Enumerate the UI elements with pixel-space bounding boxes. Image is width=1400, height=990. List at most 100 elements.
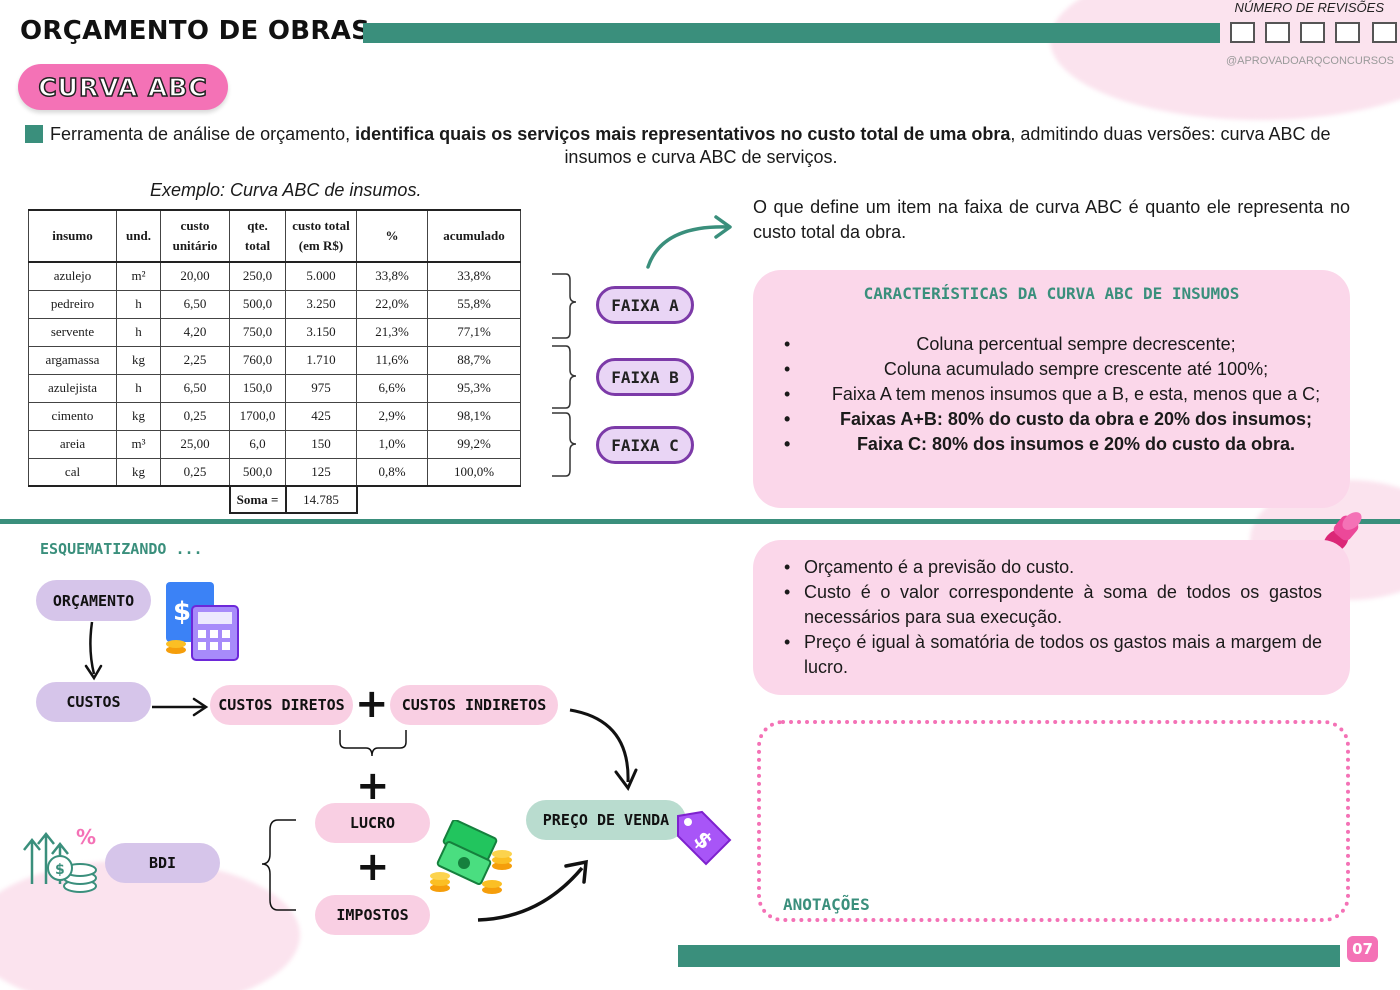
orcamento-node: ORÇAMENTO bbox=[36, 580, 151, 621]
bullet-square-icon bbox=[25, 125, 43, 143]
section-divider bbox=[0, 519, 1400, 524]
list-item: Faixa A tem menos insumos que a B, e est… bbox=[780, 384, 1352, 405]
preco-venda-node: PREÇO DE VENDA bbox=[526, 800, 686, 840]
revision-checkbox[interactable] bbox=[1300, 22, 1325, 43]
revisions-label: NÚMERO DE REVISÕES bbox=[1234, 0, 1384, 15]
table-cell: pedreiro bbox=[28, 289, 117, 319]
footer-bar bbox=[678, 945, 1340, 967]
table-cell: areia bbox=[28, 429, 117, 459]
curved-arrow-icon bbox=[646, 215, 732, 269]
table-cell: 0,8% bbox=[356, 457, 428, 487]
table-cell: kg bbox=[116, 457, 161, 487]
table-cell: 1700,0 bbox=[229, 401, 286, 431]
list-item: Faixas A+B: 80% do custo da obra e 20% d… bbox=[780, 409, 1352, 430]
table-cell: 20,00 bbox=[160, 261, 230, 291]
table-cell: cimento bbox=[28, 401, 117, 431]
faixa-a-badge: FAIXA A bbox=[596, 286, 694, 324]
plus-icon: + bbox=[355, 681, 389, 727]
annotations-box[interactable] bbox=[757, 720, 1350, 922]
table-cell: 6,6% bbox=[356, 373, 428, 403]
table-cell: 975 bbox=[285, 373, 357, 403]
table-cell: 150 bbox=[285, 429, 357, 459]
table-cell: 760,0 bbox=[229, 345, 286, 375]
table-cell: 3.250 bbox=[285, 289, 357, 319]
list-item: Custo é o valor correspondente à soma de… bbox=[780, 580, 1322, 630]
table-cell: 21,3% bbox=[356, 317, 428, 347]
price-tag-icon: $ bbox=[677, 810, 732, 866]
page-number: 07 bbox=[1347, 936, 1378, 962]
intro-text-line2: insumos e curva ABC de serviços. bbox=[564, 147, 838, 167]
table-cell: 2,9% bbox=[356, 401, 428, 431]
table-cell: 33,8% bbox=[356, 261, 428, 291]
table-cell: 1,0% bbox=[356, 429, 428, 459]
impostos-node: IMPOSTOS bbox=[315, 895, 430, 935]
header-bar bbox=[363, 23, 1220, 43]
revision-checkbox[interactable] bbox=[1335, 22, 1360, 43]
table-cell: azulejista bbox=[28, 373, 117, 403]
table-cell: kg bbox=[116, 401, 161, 431]
table-cell: 95,3% bbox=[427, 373, 521, 403]
col-header: qte.total bbox=[229, 209, 286, 263]
custos-indiretos-node: CUSTOS INDIRETOS bbox=[390, 685, 558, 725]
characteristics-title: CARACTERÍSTICAS DA CURVA ABC DE INSUMOS bbox=[863, 284, 1240, 303]
example-caption: Exemplo: Curva ABC de insumos. bbox=[150, 180, 422, 200]
intro-text: Ferramenta de análise de orçamento, iden… bbox=[50, 124, 1331, 144]
bdi-node: BDI bbox=[105, 843, 220, 883]
plus-icon: + bbox=[356, 763, 390, 809]
table-cell: 5.000 bbox=[285, 261, 357, 291]
svg-text:%: % bbox=[76, 825, 96, 849]
author-handle: @APROVADOARQCONCURSOS bbox=[1225, 55, 1394, 67]
col-header: acumulado bbox=[427, 209, 521, 263]
table-cell: h bbox=[116, 317, 161, 347]
table-cell: azulejo bbox=[28, 261, 117, 291]
table-cell: 22,0% bbox=[356, 289, 428, 319]
col-header: custo total(em R$) bbox=[285, 209, 357, 263]
faixa-c-badge: FAIXA C bbox=[596, 426, 694, 464]
revision-checkbox[interactable] bbox=[1372, 22, 1397, 43]
list-item: Faixa C: 80% dos insumos e 20% do custo … bbox=[780, 434, 1352, 455]
table-cell: 99,2% bbox=[427, 429, 521, 459]
col-header: und. bbox=[116, 209, 161, 263]
svg-text:$: $ bbox=[55, 862, 65, 878]
svg-text:$: $ bbox=[173, 597, 191, 627]
annotations-label: ANOTAÇÕES bbox=[783, 895, 870, 914]
table-cell: 100,0% bbox=[427, 457, 521, 487]
money-stack-icon bbox=[430, 820, 512, 894]
section-pill: CURVA ABC bbox=[18, 64, 228, 110]
table-cell: 250,0 bbox=[229, 261, 286, 291]
plus-icon: + bbox=[356, 844, 390, 890]
table-cell: m² bbox=[116, 261, 161, 291]
list-item: Preço é igual à somatória de todos os ga… bbox=[780, 630, 1322, 680]
table-cell: 55,8% bbox=[427, 289, 521, 319]
revision-checkbox[interactable] bbox=[1265, 22, 1290, 43]
faixa-braces bbox=[552, 273, 577, 477]
growth-coins-icon: % $ bbox=[23, 825, 97, 893]
lucro-node: LUCRO bbox=[315, 803, 430, 843]
table-cell: 98,1% bbox=[427, 401, 521, 431]
table-cell: 3.150 bbox=[285, 317, 357, 347]
sum-label: Soma = bbox=[228, 485, 287, 514]
table-cell: 750,0 bbox=[229, 317, 286, 347]
table-cell: 500,0 bbox=[229, 289, 286, 319]
list-item: Coluna acumulado sempre crescente até 10… bbox=[780, 359, 1352, 380]
table-cell: 11,6% bbox=[356, 345, 428, 375]
custos-diretos-node: CUSTOS DIRETOS bbox=[210, 685, 353, 725]
revision-checkbox[interactable] bbox=[1230, 22, 1255, 43]
table-cell: 25,00 bbox=[160, 429, 230, 459]
page-title: ORÇAMENTO DE OBRAS bbox=[20, 16, 371, 46]
table-cell: 33,8% bbox=[427, 261, 521, 291]
table-cell: 0,25 bbox=[160, 457, 230, 487]
table-cell: argamassa bbox=[28, 345, 117, 375]
list-item: Orçamento é a previsão do custo. bbox=[780, 555, 1322, 580]
table-cell: 6,0 bbox=[229, 429, 286, 459]
